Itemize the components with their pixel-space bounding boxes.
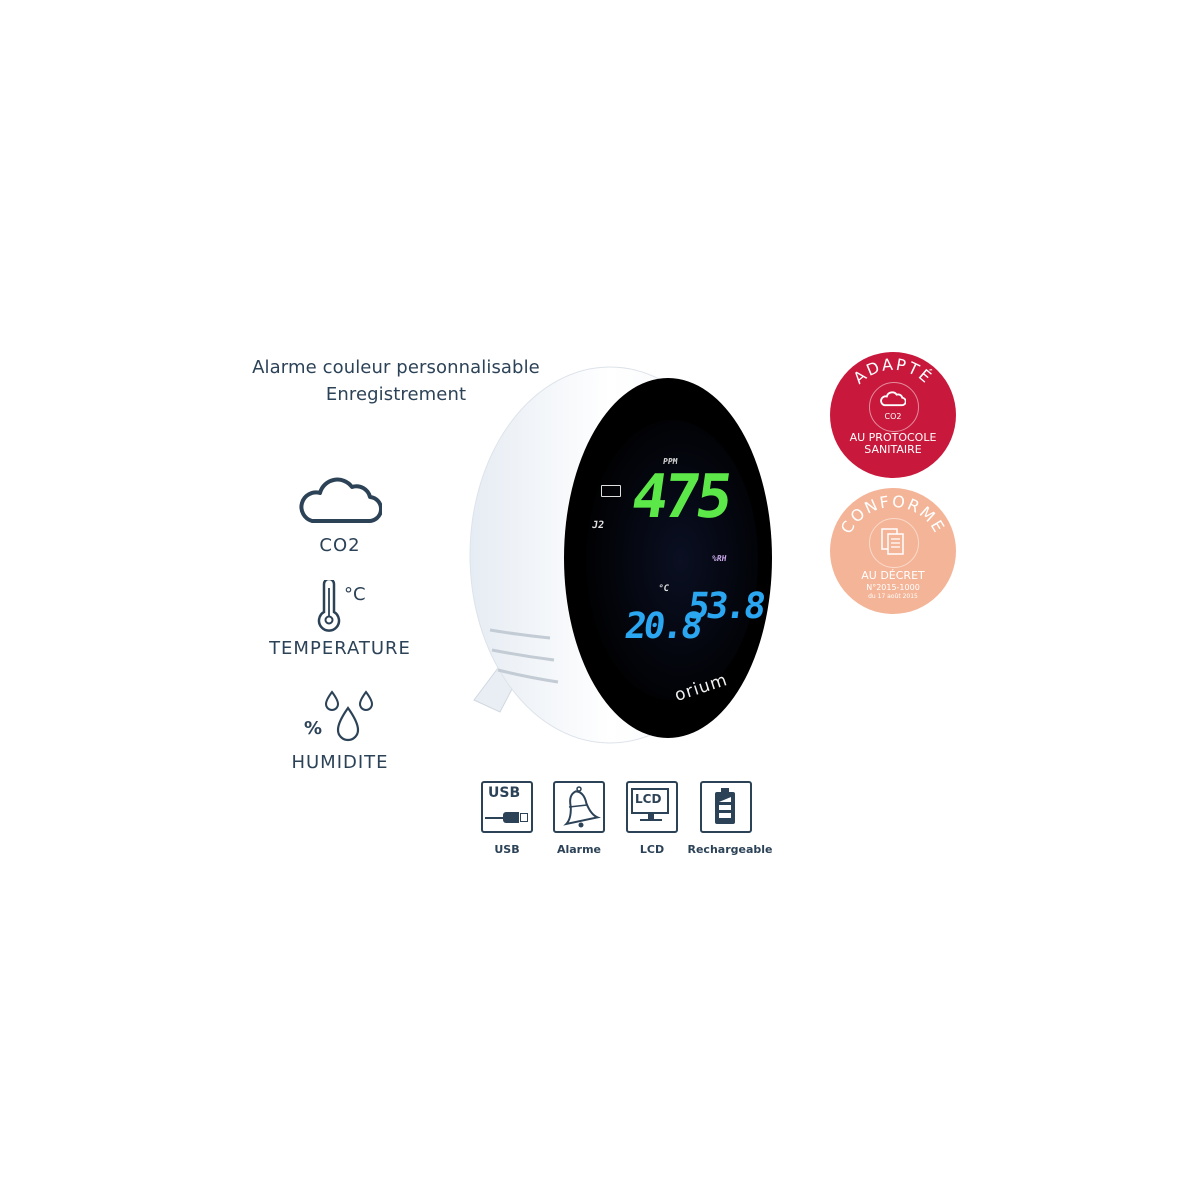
feature-label: TEMPERATURE <box>269 638 411 659</box>
badge-co2-label: CO2 <box>884 412 902 421</box>
battery-icon <box>700 781 752 833</box>
indicator-j2: J2 <box>591 520 605 531</box>
badge-line-1: AU DÉCRET <box>861 569 925 582</box>
cloud-icon <box>880 391 906 407</box>
feature-temperature: °C TEMPERATURE <box>250 580 430 659</box>
feature-co2: CO2 <box>250 475 430 556</box>
bell-glyph <box>563 786 601 828</box>
lcd-monitor-icon: LCD <box>626 781 678 833</box>
co2-reading: 475 <box>627 462 734 532</box>
humidity-unit: %RH <box>711 554 728 563</box>
alarm-label: Alarme <box>556 843 602 856</box>
badge-line-1: AU PROTOCOLE <box>849 431 937 444</box>
usb-icon: USB <box>481 781 533 833</box>
bell-icon <box>553 781 605 833</box>
lcd-box-text: LCD <box>635 792 662 806</box>
usb-box-text: USB <box>488 785 521 801</box>
badge-line-2: SANITAIRE <box>864 443 922 456</box>
lcd-label: LCD <box>639 843 665 856</box>
thermometer-icon <box>317 580 341 632</box>
feature-label: HUMIDITE <box>291 752 389 773</box>
badge-line-2: N°2015-1000 <box>866 583 920 592</box>
badge-conforme: CONFORME AU DÉCRET N°2015-1000 du 17 aoû… <box>830 488 956 614</box>
badge-inner-ring <box>869 382 919 432</box>
celsius-unit: °C <box>344 584 366 605</box>
headline-line-2: Enregistrement <box>325 384 467 405</box>
device-body <box>469 366 772 744</box>
badge-line-3: du 17 août 2015 <box>868 593 918 600</box>
battery-level-icon <box>601 485 621 497</box>
usb-label: USB <box>494 843 520 856</box>
rechargeable-label: Rechargeable <box>687 843 773 856</box>
headline: Alarme couleur personnalisable Enregistr… <box>236 354 556 408</box>
cloud-icon <box>299 477 382 524</box>
document-icon <box>881 528 904 555</box>
co2-monitor-device: PPM J2 475 %RH °C 20.8 53.8 orium <box>460 360 780 764</box>
badge-adapte: ADAPTÉ CO2 AU PROTOCOLE SANITAIRE <box>830 352 956 478</box>
headline-line-1: Alarme couleur personnalisable <box>252 357 540 378</box>
temperature-unit: °C <box>657 584 670 594</box>
feature-humidity: % HUMIDITE <box>250 690 430 773</box>
droplets-icon <box>324 690 374 742</box>
humidity-reading: 53.8 <box>685 586 766 627</box>
badge-inner-ring <box>869 518 919 568</box>
feature-label: CO2 <box>319 535 361 556</box>
percent-unit: % <box>304 718 323 739</box>
